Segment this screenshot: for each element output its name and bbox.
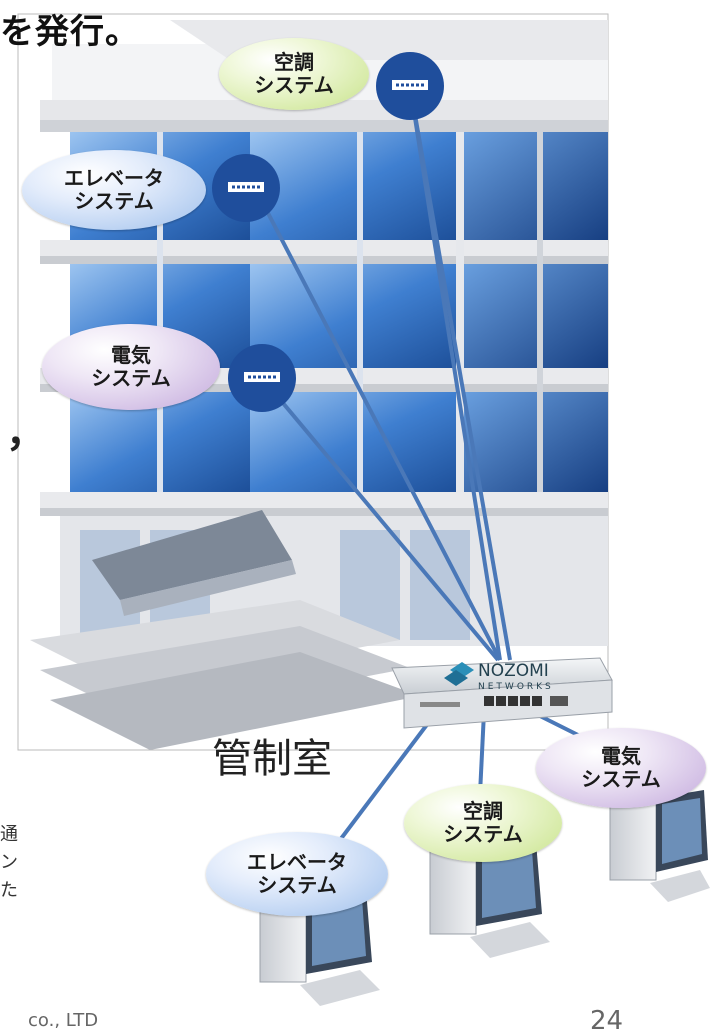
page-number: 24 bbox=[590, 1006, 624, 1036]
bubble-elevator-system-room: エレベータ システム bbox=[206, 832, 388, 916]
connection-lines bbox=[253, 85, 601, 842]
left-text-fragment-2: ン bbox=[0, 852, 18, 873]
bubble-line2: システム bbox=[257, 873, 337, 897]
link-appliance-to-hvac-pc bbox=[478, 711, 486, 795]
bubble-line2: システム bbox=[91, 366, 171, 390]
bubble-hvac-system: 空調 システム bbox=[219, 38, 369, 110]
link-appliance-to-elevator-pc bbox=[338, 708, 440, 842]
left-text-fragment-3: た bbox=[0, 880, 18, 901]
nozomi-logo-icon bbox=[444, 662, 474, 686]
bubble-line1: エレベータ bbox=[247, 850, 347, 874]
bubble-line1: エレベータ bbox=[64, 166, 164, 190]
device-node-electric bbox=[228, 344, 296, 412]
left-comma-fragment: ， bbox=[6, 410, 46, 456]
device-node-hvac bbox=[376, 52, 444, 120]
bubble-hvac-system-room: 空調 システム bbox=[404, 784, 562, 862]
link-hvac-to-appliance-2 bbox=[408, 85, 502, 661]
bubble-line1: 空調 bbox=[274, 50, 314, 74]
bubble-line1: 電気 bbox=[111, 343, 151, 367]
bubble-line1: 電気 bbox=[601, 744, 641, 768]
control-room-label: 管制室 bbox=[212, 736, 332, 782]
link-elevator-to-appliance bbox=[253, 187, 502, 661]
nozomi-logo-subtext: NETWORKS bbox=[478, 682, 554, 692]
building-lobby bbox=[60, 510, 608, 646]
left-text-fragment-1: 通 bbox=[0, 824, 18, 845]
nozomi-logo-text: NOZOMI bbox=[478, 661, 549, 681]
bubble-line2: システム bbox=[581, 767, 661, 791]
entrance-steps bbox=[30, 600, 420, 750]
bubble-line1: 空調 bbox=[463, 799, 503, 823]
bubble-line2: システム bbox=[74, 189, 154, 213]
bubble-line2: システム bbox=[443, 822, 523, 846]
nozomi-appliance: NOZOMI NETWORKS bbox=[391, 657, 613, 729]
bubble-electric-system-room: 電気 システム bbox=[536, 728, 706, 808]
heading-fragment: を発行。 bbox=[0, 12, 140, 52]
device-node-elevator bbox=[212, 154, 280, 222]
bubble-electric-system: 電気 システム bbox=[42, 324, 220, 410]
footer-company-fragment: co., LTD bbox=[28, 1010, 99, 1031]
bubble-elevator-system: エレベータ システム bbox=[22, 150, 206, 230]
link-electric-to-appliance bbox=[260, 376, 500, 662]
bubble-line2: システム bbox=[254, 73, 334, 97]
